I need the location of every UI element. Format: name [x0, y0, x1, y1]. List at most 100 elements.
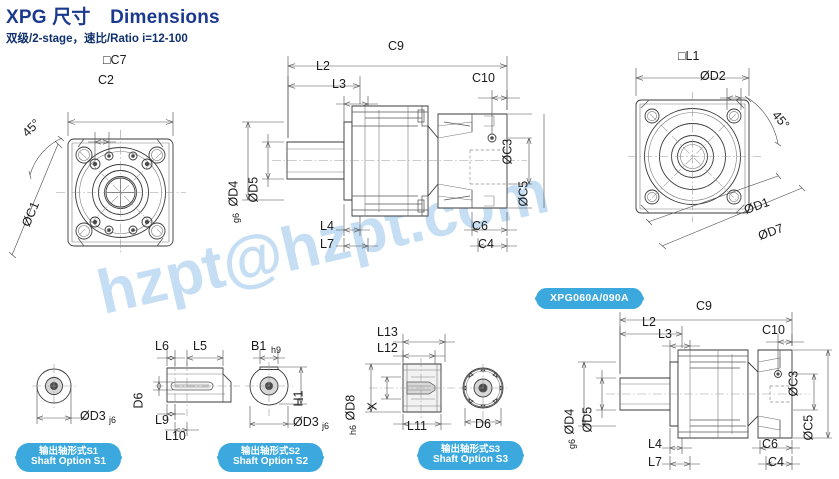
- badge-s1-cn: 输出轴形式S1: [38, 446, 99, 457]
- label-l7: L7: [320, 237, 334, 251]
- output-housing: [427, 113, 508, 209]
- dim-c3: [508, 137, 532, 185]
- gearbox-body: [351, 105, 429, 217]
- page-subtitle: 双级/2-stage，速比/Ratio i=12-100: [6, 33, 188, 45]
- label-d5-2: ØD5: [580, 406, 595, 433]
- badge-s3-en: Shaft Option S3: [433, 454, 508, 466]
- dim-c4-2: [758, 456, 800, 470]
- dim-d4: [242, 121, 284, 201]
- label-c3-2: ØC3: [786, 370, 801, 397]
- dim-c10-2: [766, 334, 804, 370]
- view-main-section: C9 L2 L3 C10 ØD4 g6 ØD5 ØC3 ØC5 L4 L7 C6…: [227, 34, 545, 279]
- label-c9-2: C9: [696, 299, 712, 313]
- dim-h1: [279, 366, 307, 405]
- dim-l1: [635, 68, 750, 96]
- label-d5: ØD5: [246, 176, 261, 203]
- dim-d6-s3: [464, 408, 502, 426]
- dim-l2-2: [619, 326, 683, 374]
- dim-d7: [658, 184, 806, 250]
- dim-l10: [165, 422, 199, 436]
- dim-l11: [393, 414, 451, 430]
- dim-l2: [287, 76, 361, 138]
- dim-d4-2: [578, 361, 616, 427]
- dim-l7: [336, 238, 378, 252]
- input-plate: [343, 121, 353, 201]
- dim-l12: [393, 350, 445, 364]
- shaft-option-s1: ØD3 j6: [8, 358, 128, 438]
- dim-l3-2: [662, 340, 700, 374]
- page-header: XPG 尺寸 Dimensions 双级/2-stage，速比/Ratio i=…: [6, 2, 220, 46]
- dim-c1: [8, 140, 63, 259]
- label-b1: B1: [251, 339, 267, 353]
- dim-l5: [186, 350, 224, 366]
- dim-c7: [67, 112, 174, 136]
- label-d3-tolerance-s2: j6: [322, 421, 330, 431]
- label-d4-tolerance: g6: [231, 212, 241, 223]
- oil-plug-2: [774, 370, 782, 378]
- label-c9: C9: [388, 39, 404, 53]
- shaft-option-s3: L13 L12 ØD8 h6 X L11 D6: [344, 322, 530, 437]
- label-d3-s1: ØD3: [80, 409, 106, 423]
- view-output-flange: □L1 ØD2 45° ØD1 ØD7: [596, 40, 839, 272]
- view-input-flange: □C7 C2 45° ØC1: [0, 50, 230, 265]
- shaft-option-s2: L6 L5 B1 h9 D6 H1 L9 L10 ØD3 j6: [132, 336, 335, 446]
- bolt-holes: [75, 146, 166, 240]
- dim-l13: [393, 334, 455, 362]
- title-english: Dimensions: [110, 7, 220, 28]
- dim-c6-2: [752, 440, 800, 454]
- label-l4: L4: [320, 219, 334, 233]
- dim-d3-s2: [249, 406, 297, 428]
- label-d2: ØD2: [700, 69, 726, 83]
- label-x: X: [365, 402, 380, 411]
- label-l10: L10: [165, 429, 186, 443]
- label-l1: □L1: [678, 49, 700, 63]
- badge-shaft-option-s1: 输出轴形式S1 Shaft Option S1: [15, 445, 122, 471]
- dim-d5: [262, 134, 284, 187]
- dim-l4: [336, 204, 370, 236]
- label-d8: ØD8: [343, 394, 358, 421]
- label-d4-tolerance-2: g6: [567, 438, 577, 449]
- badge-shaft-option-s3: 输出轴形式S3 Shaft Option S3: [417, 443, 524, 469]
- dim-c6: [464, 212, 517, 236]
- dim-x: [381, 376, 401, 400]
- dim-l7-2: [662, 456, 700, 470]
- label-d6-s3: D6: [475, 417, 491, 431]
- label-l2: L2: [316, 59, 330, 73]
- dim-b1: [253, 350, 285, 364]
- label-h1: H1: [291, 390, 306, 407]
- label-c10-2: C10: [762, 323, 785, 337]
- label-d3-tolerance-s1: j6: [109, 415, 117, 425]
- dim-45: [28, 135, 65, 180]
- badge-s2-en: Shaft Option S2: [233, 456, 308, 468]
- label-c2: C2: [98, 73, 114, 87]
- label-c4: C4: [478, 237, 494, 251]
- dim-d2: [720, 88, 748, 110]
- label-c6: C6: [472, 219, 488, 233]
- dim-c10: [478, 90, 520, 134]
- label-l6: L6: [155, 339, 169, 353]
- label-c4-2: C4: [768, 455, 784, 469]
- dim-l3: [336, 96, 378, 138]
- dim-l4-2: [662, 428, 692, 454]
- dim-c4: [470, 238, 517, 252]
- badge-model-label: XPG060A/090A: [550, 292, 629, 304]
- dim-c3-2: [793, 373, 818, 411]
- label-l5: L5: [193, 339, 207, 353]
- dim-c5: [508, 113, 545, 209]
- badge-s1-en: Shaft Option S1: [31, 456, 106, 468]
- label-l11: L11: [407, 419, 427, 433]
- title-chinese: 尺寸: [52, 7, 91, 28]
- s2-side-view: [166, 367, 232, 403]
- label-c6-2: C6: [762, 437, 778, 451]
- label-c7: □C7: [103, 53, 127, 67]
- label-d4: ØD4: [226, 180, 241, 207]
- dim-c2: [88, 132, 116, 160]
- label-d8-tolerance: h6: [348, 424, 358, 435]
- dim-d6-s2: [153, 376, 173, 396]
- label-c5: ØC5: [516, 180, 531, 207]
- label-d6-s2: D6: [131, 392, 146, 409]
- dim-d3-s1: [36, 388, 88, 424]
- badge-shaft-option-s2: 输出轴形式S2 Shaft Option S2: [217, 445, 324, 471]
- view-section-060090: C9 L2 L3 C10 ØD4 g6 ØD5 ØC3 ØC5 L4 L7 C6…: [563, 299, 839, 479]
- label-l2-2: L2: [642, 315, 656, 329]
